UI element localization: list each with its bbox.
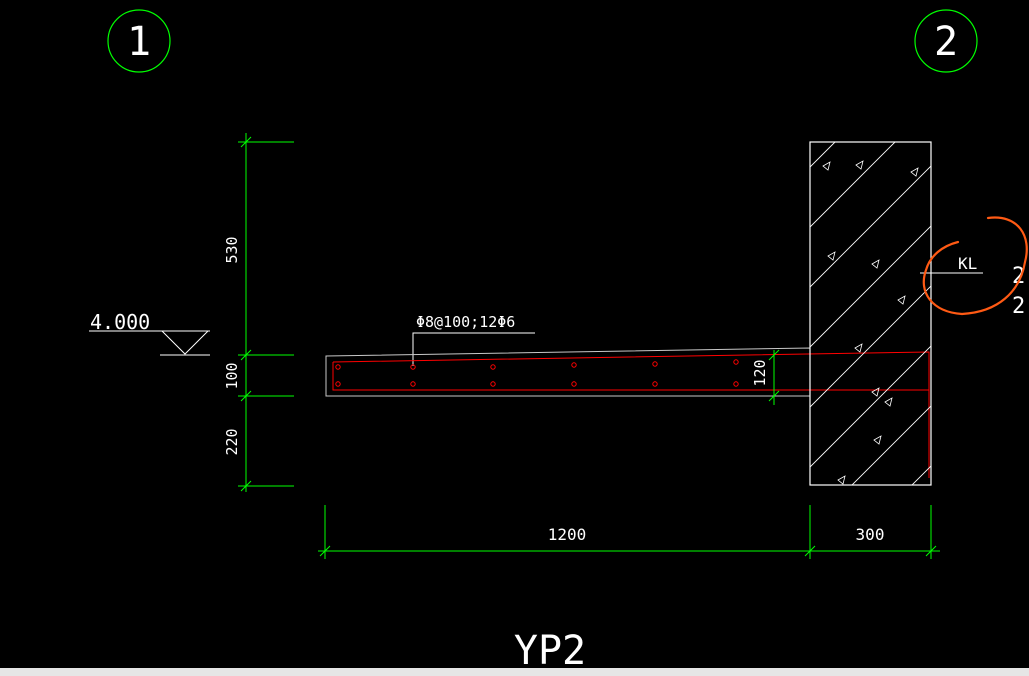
vertical-dimension-chain: [238, 133, 294, 492]
distribution-bars: [335, 359, 739, 387]
concrete-aggregate-marks: [822, 160, 919, 485]
grid-axis-2: 2: [914, 9, 978, 73]
horizontal-dimension-chain: [318, 505, 940, 559]
cutoff-text-b: 2: [1012, 294, 1025, 319]
slab-reinforcement: [332, 351, 930, 478]
drawing-title: YP2: [514, 628, 586, 668]
cutoff-text-a: 2: [1012, 264, 1025, 289]
dimension-530: 530: [223, 236, 241, 263]
slab-thickness-dimension: [768, 349, 780, 405]
dimension-220: 220: [223, 428, 241, 455]
beam-label: KL: [958, 254, 977, 273]
elevation-value: 4.000: [90, 310, 150, 334]
elevation-marker: 4.000: [89, 310, 210, 356]
beam-section-kl: [809, 141, 932, 486]
bottom-strip: [0, 668, 1029, 676]
dimension-120: 120: [751, 359, 769, 386]
dimension-100: 100: [223, 362, 241, 389]
dimension-300: 300: [856, 525, 885, 544]
markup-circle-annotation: [922, 216, 1028, 316]
grid-axis-1: 1: [107, 9, 171, 73]
grid-axis-1-label: 1: [127, 19, 151, 65]
beam-label-leader: KL 2 2: [920, 254, 1025, 319]
grid-axis-2-label: 2: [934, 19, 958, 65]
rebar-leader: Φ8@100;12Φ6: [412, 313, 535, 366]
dimension-1200: 1200: [548, 525, 587, 544]
rebar-note: Φ8@100;12Φ6: [416, 313, 515, 331]
